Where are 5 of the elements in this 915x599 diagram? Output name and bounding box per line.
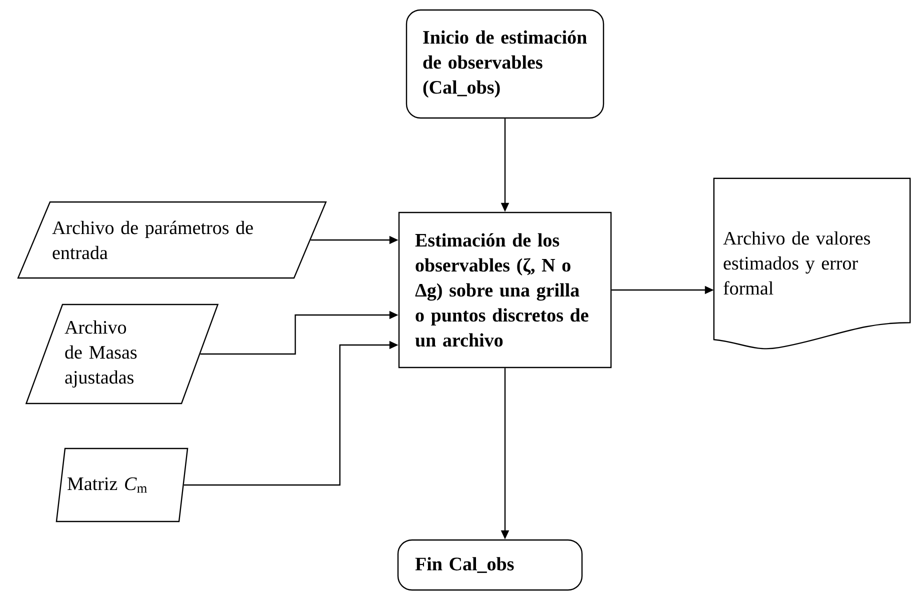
data-parallelogram: Archivo de parámetros de entrada — [17, 201, 327, 279]
terminal-box: Fin Cal_obs — [397, 539, 583, 591]
data-parallelogram: Matriz C$_{m}$ — [56, 448, 188, 522]
terminal-box: Inicio de estimación de observables (Cal_obs) — [406, 9, 604, 119]
process-box: Estimación de los observables (ζ, N o Δg) sobre una grilla o puntos discretos de un archivo — [398, 212, 612, 368]
